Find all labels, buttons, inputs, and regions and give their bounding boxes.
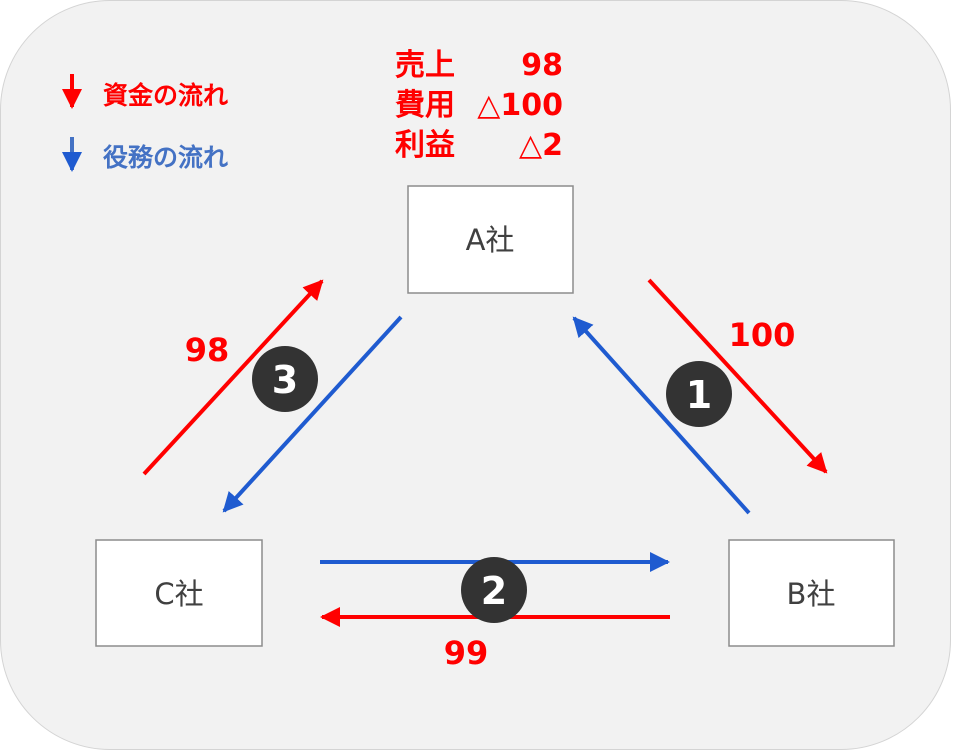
summary-value-revenue: 98 (521, 48, 563, 83)
company-a-summary: 売上 98 費用 △100 利益 △2 (395, 48, 563, 163)
company-c-box: C社 (95, 539, 263, 647)
step-3-badge: 3 (252, 346, 318, 412)
legend: 資金の流れ 役務の流れ (62, 74, 228, 172)
summary-label-cost: 費用 (395, 88, 455, 123)
summary-value-cost: △100 (477, 88, 563, 123)
service-flow-b-to-a-arrow (572, 316, 751, 515)
step-3-number: 3 (272, 358, 298, 402)
company-b-box: B社 (728, 539, 895, 647)
company-a-label: A社 (466, 223, 515, 257)
step-1-badge: 1 (666, 361, 732, 427)
amount-c-to-a: 98 (185, 331, 230, 369)
company-c-label: C社 (154, 577, 203, 611)
service-legend-label: 役務の流れ (103, 143, 228, 172)
company-a-box: A社 (407, 185, 574, 294)
money-flow-a-to-b-arrow (647, 278, 828, 474)
amount-b-to-c: 99 (444, 634, 489, 672)
step-2-badge: 2 (461, 557, 527, 623)
step-1-number: 1 (686, 373, 712, 417)
service-flow-a-to-c-arrow (222, 315, 403, 513)
summary-label-profit: 利益 (395, 128, 455, 163)
amount-a-to-b: 100 (729, 316, 796, 354)
summary-value-profit: △2 (519, 128, 563, 163)
company-b-label: B社 (787, 577, 836, 611)
money-legend-label: 資金の流れ (103, 81, 228, 110)
step-2-number: 2 (481, 569, 507, 613)
money-flow-c-to-a-arrow (142, 279, 324, 476)
summary-label-revenue: 売上 (395, 48, 455, 83)
